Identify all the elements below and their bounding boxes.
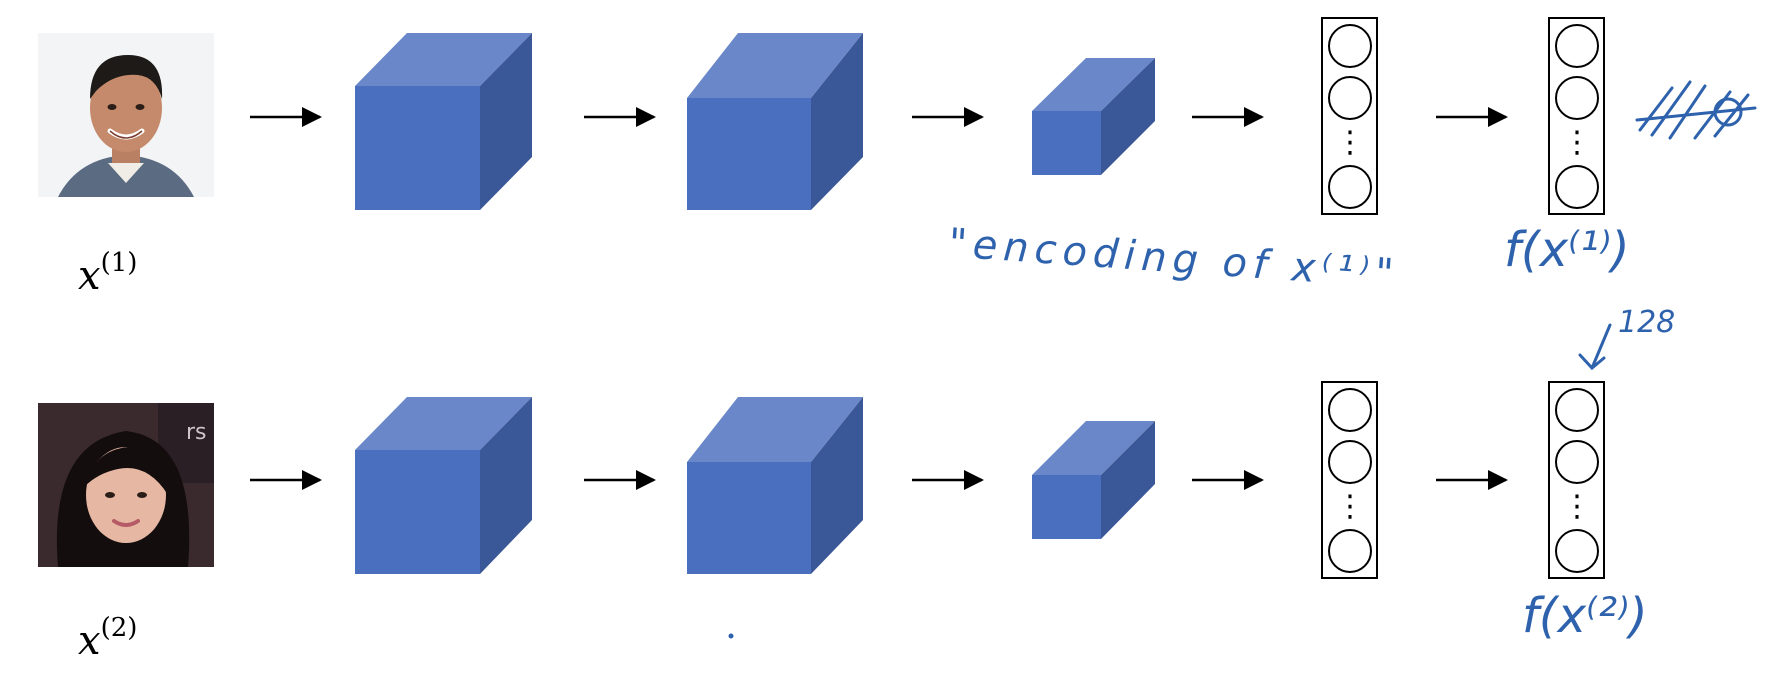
input-variable: x [78,253,101,299]
ellipsis: ⋮ [1562,489,1592,524]
man-face-icon [38,33,214,197]
conv-volume-2 [687,397,863,574]
face-image-2: rs [38,403,214,567]
input-variable: x [78,618,101,664]
woman-face-icon: rs [38,403,214,567]
fc-vector-2 [1321,381,1378,579]
ellipsis: ⋮ [1335,489,1365,524]
input-label-1: x(1) [78,248,137,299]
face-image-1 [38,33,214,197]
conv-volume-2 [687,33,863,210]
conv-volume-3 [1032,421,1155,539]
output-label-2: f(x⁽²⁾) [1522,588,1648,644]
vector-ellipses: ⋮ ⋮ ⋮ ⋮ [1335,125,1592,524]
dims-arrow [1578,323,1612,371]
ellipsis: ⋮ [1335,125,1365,160]
network-row-2 [250,323,1612,639]
network-row-1 [250,17,1757,215]
encoding-vector-1 [1548,17,1605,215]
backdrop-text: rs [186,420,207,445]
ellipsis: ⋮ [1562,125,1592,160]
input-superscript: (2) [100,613,138,643]
fc-vector-1 [1321,17,1378,215]
scribble-mark [1635,80,1757,140]
conv-volume-1 [355,397,532,574]
input-superscript: (1) [100,248,138,278]
conv-volume-3 [1032,58,1155,175]
encoding-vector-2 [1548,381,1605,579]
conv-volume-1 [355,33,532,210]
stray-dot [728,633,734,639]
vector-dims-annotation: 128 [1618,305,1676,340]
input-label-2: x(2) [78,613,137,664]
output-label-1: f(x⁽¹⁾) [1504,222,1630,278]
